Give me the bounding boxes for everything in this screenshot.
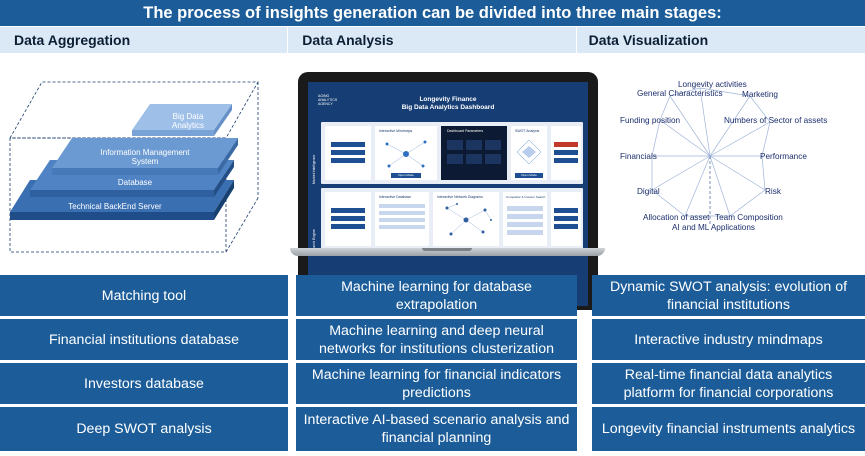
mind-marketing: Marketing: [742, 90, 778, 99]
mind-digital: Digital: [637, 187, 660, 196]
mindmap-web: [651, 87, 771, 226]
cell-deep-swot: Deep SWOT analysis: [0, 407, 288, 451]
mind-funding-position: Funding position: [620, 116, 681, 125]
mind-longevity-activities: Longevity activities: [678, 80, 747, 89]
layer-stack-graphic: [9, 81, 259, 253]
mind-general-characteristics: General Characteristics: [637, 89, 723, 98]
search-side-panel: [325, 192, 371, 246]
agency-logo: AGING ANALYTICS AGENCY: [318, 94, 338, 106]
stage-header-aggregation: Data Aggregation: [0, 27, 289, 53]
section-market-label: Market Intelligence: [312, 154, 316, 184]
mind-allocation-asset: Allocation of asset: [643, 213, 710, 222]
mind-financials: Financials: [620, 152, 657, 161]
dashboard-title-line1: Longevity Finance: [419, 96, 477, 103]
layer-information-management-label: Information Management System: [100, 148, 190, 166]
factor-mindmap: Longevity activities Marketing General C…: [590, 60, 865, 265]
page-title: The process of insights generation can b…: [0, 0, 865, 26]
layer-database-label: Database: [117, 178, 153, 187]
section-search-label: Search Engine: [312, 229, 316, 252]
stage-header-analysis: Data Analysis: [288, 27, 577, 53]
panel-database: Interactive Database: [375, 192, 429, 246]
cell-ml-deep-networks: Machine learning and deep neural network…: [296, 319, 577, 360]
search-right-panel: [551, 192, 581, 246]
panel-mindmaps: Interactive Mindmaps Open Mode: [375, 126, 437, 180]
cell-realtime-platform: Real-time financial data analytics platf…: [592, 363, 865, 404]
layer-backend-server-label: Technical BackEnd Server: [68, 202, 162, 211]
market-right-panel: [551, 126, 581, 180]
mind-ai-ml-applications: AI and ML Applications: [672, 223, 755, 232]
cell-ml-database-extrapolation: Machine learning for database extrapolat…: [296, 275, 577, 316]
laptop-base: [290, 248, 605, 256]
panel-parameters: Dashboard Parameters: [441, 126, 507, 180]
data-layer-stack: Big Data Analytics Information Managemen…: [0, 60, 285, 265]
cell-financial-institutions-db: Financial institutions database: [0, 319, 288, 360]
cell-industry-mindmaps: Interactive industry mindmaps: [592, 319, 865, 360]
panel-competitor: Competitor & Investor Search: [503, 192, 547, 246]
cell-longevity-instruments: Longevity financial instruments analytic…: [592, 407, 865, 451]
laptop-notch: [422, 248, 472, 251]
cell-dynamic-swot: Dynamic SWOT analysis: evolution of fina…: [592, 275, 865, 316]
stage-header-visualization: Data Visualization: [576, 27, 865, 53]
cell-matching-tool: Matching tool: [0, 275, 288, 316]
dashboard-screen: AGING ANALYTICS AGENCY Longevity Finance…: [308, 82, 588, 306]
cell-ai-scenario-analysis: Interactive AI-based scenario analysis a…: [296, 407, 577, 451]
stage-headers: Data Aggregation Data Analysis Data Visu…: [0, 27, 865, 53]
laptop-dashboard: AGING ANALYTICS AGENCY Longevity Finance…: [290, 60, 605, 310]
cell-investors-db: Investors database: [0, 363, 288, 404]
cell-ml-indicators: Machine learning for financial indicator…: [296, 363, 577, 404]
market-side-panel: [325, 126, 371, 180]
mind-numbers-sector: Numbers of Sector of assets: [724, 116, 828, 125]
panel-network: Interactive Network Diagrams: [433, 192, 499, 246]
layer-big-data-label: Big Data Analytics: [171, 112, 204, 130]
dashboard-title-line2: Big Data Analytics Dashboard: [401, 104, 495, 111]
mind-team-composition: Team Composition: [715, 213, 783, 222]
mind-risk: Risk: [765, 187, 781, 196]
dashboard-title: Longevity Finance Big Data Analytics Das…: [308, 96, 588, 112]
panel-swot: SWOT Analysis Open Mode: [511, 126, 547, 180]
mind-performance: Performance: [760, 152, 807, 161]
